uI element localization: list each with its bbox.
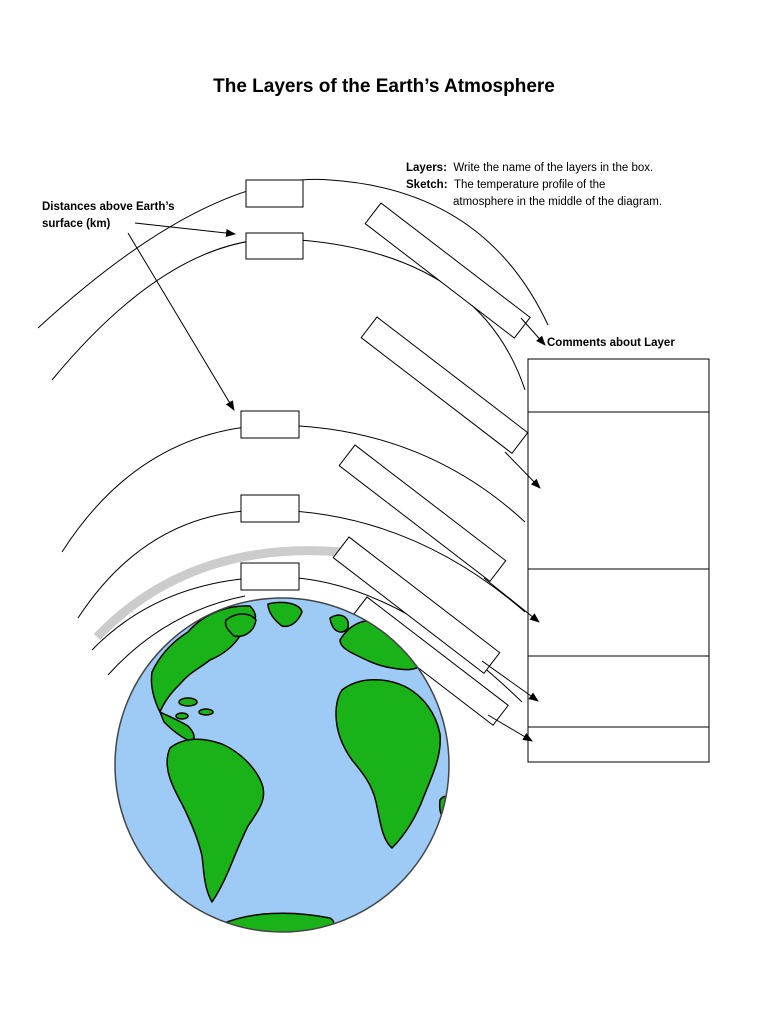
central-america-landmass (159, 711, 195, 743)
comment-arrow-1 (520, 317, 546, 346)
slanted-box-4[interactable] (332, 536, 501, 674)
comment-box-4[interactable] (527, 655, 710, 728)
slanted-box-3[interactable] (338, 444, 507, 582)
south-america-landmass (166, 738, 265, 903)
distances-label-line-1: Distances above Earth’s (42, 201, 175, 213)
distances-label: Distances above Earth’s surface (km) (42, 199, 175, 233)
comment-box-5[interactable] (527, 726, 710, 763)
greenland-landmass (224, 613, 257, 638)
caribbean-island-3 (175, 712, 189, 720)
boundary-arc-6 (107, 595, 246, 676)
north-america-northeast (267, 601, 303, 628)
comments-about-layer-label: Comments about Layer (547, 337, 675, 349)
layer-name-box-1[interactable] (245, 179, 304, 208)
layers-key: Layers: (406, 162, 447, 174)
distance-arrow-top (134, 222, 236, 237)
layers-instruction: Write the name of the layers in the box. (453, 162, 654, 174)
instructions: Layers: Write the name of the layers in … (406, 160, 662, 211)
layer-name-box-4[interactable] (240, 494, 300, 523)
comment-arrow-3 (483, 577, 540, 623)
caribbean-island-1 (178, 697, 198, 707)
comment-arrow-5 (487, 714, 533, 742)
caribbean-island-2 (198, 708, 214, 716)
africa-landmass (335, 679, 441, 849)
comment-box-2[interactable] (527, 411, 710, 570)
comment-box-1[interactable] (527, 358, 710, 413)
earth-globe-icon (114, 597, 450, 933)
sketch-instruction-2: atmosphere in the middle of the diagram. (453, 196, 663, 208)
sketch-instruction-1: The temperature profile of the (453, 179, 606, 191)
british-isles (329, 614, 349, 633)
comment-arrow-2 (504, 451, 541, 489)
sketch-key: Sketch: (406, 179, 448, 191)
ozone-band (93, 546, 343, 641)
slanted-box-2[interactable] (360, 316, 529, 454)
distances-label-line-2: surface (km) (42, 218, 111, 230)
comment-arrow-4 (481, 660, 539, 702)
page-title: The Layers of the Earth’s Atmosphere (213, 76, 555, 97)
distance-arrow-down (127, 232, 235, 411)
slanted-box-5[interactable] (351, 596, 509, 726)
boundary-arc-1 (37, 178, 549, 329)
layer-name-box-2[interactable] (245, 232, 304, 260)
layer-name-box-5[interactable] (240, 562, 300, 591)
layer-name-box-3[interactable] (240, 410, 300, 439)
slanted-box-1[interactable] (364, 202, 531, 339)
comment-box-3[interactable] (527, 568, 710, 657)
north-america-landmass (150, 605, 257, 713)
